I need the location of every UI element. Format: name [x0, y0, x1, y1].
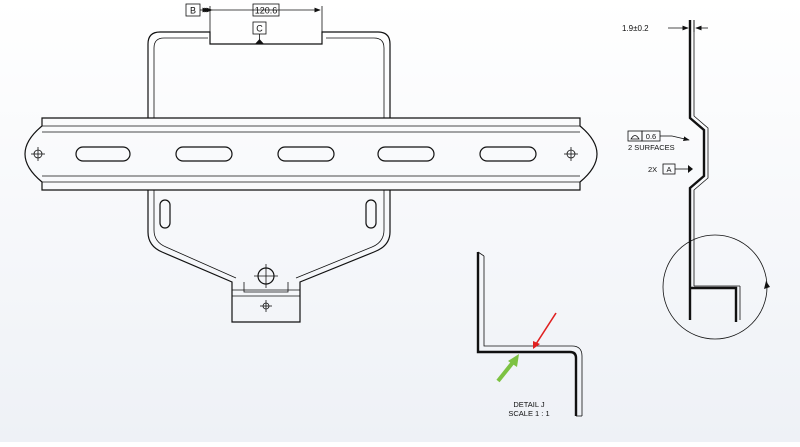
detail-scale: SCALE 1 : 1 — [508, 409, 549, 418]
count-prefix: 2X — [648, 165, 657, 174]
profile-surfaces-label: 2 SURFACES — [628, 143, 675, 152]
svg-text:B: B — [190, 6, 196, 16]
green-arrow — [496, 359, 516, 383]
detail-title: DETAIL J — [513, 400, 545, 409]
detail-j-view: DETAIL J SCALE 1 : 1 — [476, 251, 583, 418]
end-hole-left — [31, 147, 45, 161]
dim-width-value: 120.6 — [255, 6, 278, 16]
thickness-dimension: 1.9±0.2 — [622, 20, 708, 33]
datum-c-box: C — [252, 21, 267, 44]
main-rail — [24, 117, 598, 191]
bottom-bracket-outline — [147, 190, 391, 323]
side-view: 1.9±0.2 0.6 2 SURFACES 2X A — [622, 20, 770, 340]
svg-text:C: C — [256, 24, 263, 34]
profile-tolerance-frame: 0.6 2 SURFACES — [627, 130, 690, 152]
front-view: 120.6 B C — [24, 3, 598, 323]
thickness-dim-value: 1.9±0.2 — [622, 24, 649, 33]
side-profile — [688, 20, 706, 320]
bracket-small-hole — [260, 300, 272, 312]
red-arrow — [535, 312, 557, 345]
width-dimension: 120.6 — [204, 3, 323, 32]
bracket-slot-left — [159, 199, 171, 229]
rail-slots — [75, 146, 537, 162]
bracket-center-hole — [254, 264, 278, 288]
top-tab-outline — [147, 31, 391, 118]
profile-tol-value: 0.6 — [646, 132, 656, 141]
end-hole-right — [564, 147, 578, 161]
detail-profile — [476, 252, 578, 416]
bracket-slot-right — [365, 199, 377, 229]
datum-a-callout: 2X A — [648, 163, 693, 175]
datum-b-box: B — [185, 3, 209, 17]
datum-a-label: A — [666, 165, 671, 174]
